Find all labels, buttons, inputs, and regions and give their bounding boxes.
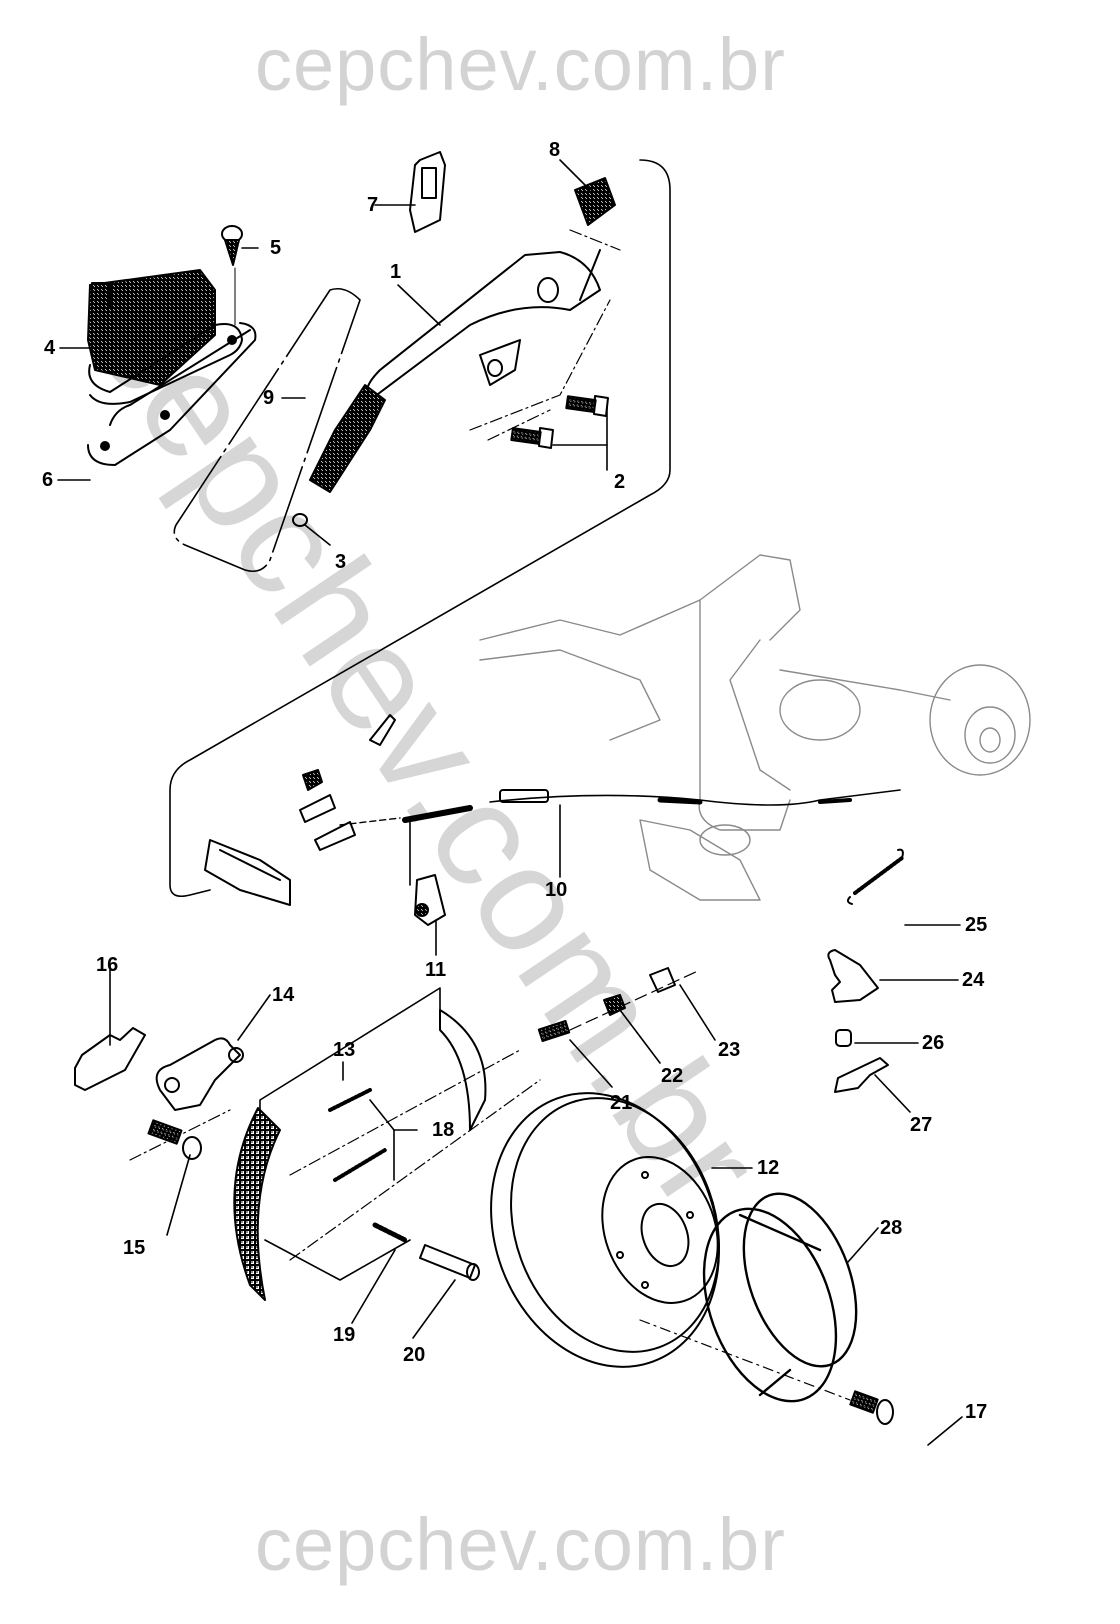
- callout-23: 23: [718, 1039, 741, 1061]
- callout-14: 14: [272, 984, 295, 1006]
- callout-28: 28: [880, 1217, 903, 1239]
- cable-clamp-part: [414, 874, 446, 926]
- callout-12: 12: [757, 1157, 780, 1179]
- spring-19-part: [372, 1222, 408, 1243]
- adjuster-nut-part: [569, 177, 621, 301]
- base-plate-part: [87, 322, 257, 466]
- callout-22: 22: [661, 1065, 684, 1087]
- watermark-top: cepchev.com.br: [255, 23, 786, 106]
- cable-ends-part: [204, 714, 396, 906]
- rear-axle-sketch: [479, 554, 1031, 901]
- lever-group-outline: [169, 159, 671, 898]
- callout-26: 26: [922, 1032, 945, 1054]
- screw-17-part: [639, 1319, 894, 1425]
- callout-18: 18: [432, 1119, 455, 1141]
- callout-27: 27: [910, 1114, 933, 1136]
- callout-9: 9: [263, 387, 275, 409]
- lever-part: [309, 251, 601, 493]
- callout-17: 17: [965, 1401, 988, 1423]
- callout-13: 13: [333, 1039, 356, 1061]
- springs-18-part: [328, 1088, 387, 1182]
- lever-cover-outline: [173, 287, 361, 573]
- callout-21: 21: [610, 1092, 633, 1114]
- callout-2: 2: [614, 471, 626, 493]
- bushing-26-part: [835, 1029, 852, 1047]
- callout-16: 16: [96, 954, 119, 976]
- callout-6: 6: [42, 469, 54, 491]
- clip-part: [292, 513, 308, 527]
- pin-20-part: [419, 1244, 480, 1281]
- switch-part: [409, 151, 446, 233]
- screw-5-part: [221, 225, 243, 326]
- watermark-bottom: cepchev.com.br: [255, 1503, 786, 1586]
- spring-25-part: [846, 848, 904, 905]
- callout-10: 10: [545, 879, 568, 901]
- leader-lines: [57, 159, 963, 1446]
- cable-part: [339, 789, 901, 826]
- lever-24-part: [827, 949, 879, 1003]
- callout-7: 7: [367, 194, 379, 216]
- callout-24: 24: [962, 969, 985, 991]
- callout-1: 1: [390, 261, 402, 283]
- callout-8: 8: [549, 139, 561, 161]
- bolt-15-part: [129, 1109, 231, 1161]
- callout-5: 5: [270, 237, 282, 259]
- plate-16-part: [74, 1027, 146, 1091]
- callout-20: 20: [403, 1344, 426, 1366]
- callout-25: 25: [965, 914, 988, 936]
- retainer-27-part: [834, 1057, 889, 1093]
- callout-4: 4: [44, 337, 56, 359]
- brake-shoes-part: [233, 987, 541, 1301]
- callout-3: 3: [335, 551, 347, 573]
- anchor-bracket-part: [155, 1037, 244, 1111]
- callout-11: 11: [425, 959, 447, 981]
- adjuster-parts: [537, 967, 701, 1043]
- callout-19: 19: [333, 1324, 356, 1346]
- brake-disc-part: [490, 1092, 720, 1368]
- boot-part: [87, 269, 216, 386]
- bolts-2-part: [469, 299, 611, 449]
- drum-ring-part: [702, 1192, 858, 1403]
- callout-15: 15: [123, 1237, 146, 1259]
